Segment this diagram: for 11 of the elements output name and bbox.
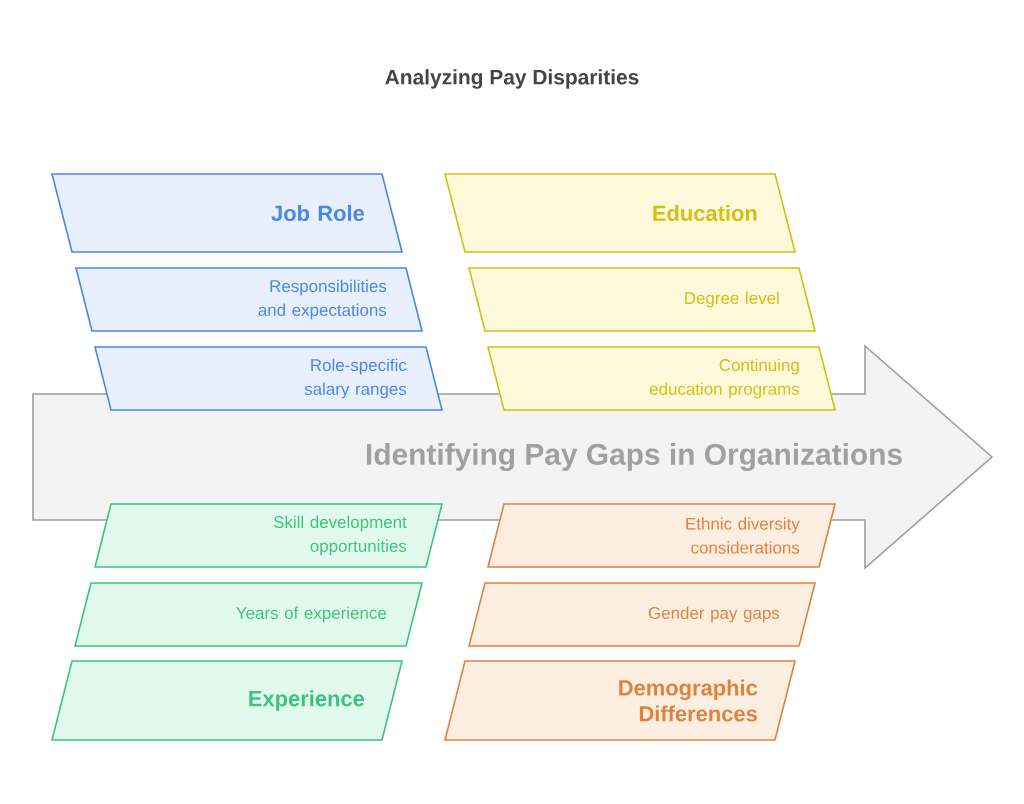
factor-box: Role-specific salary ranges xyxy=(94,346,444,411)
title: Analyzing Pay Disparities xyxy=(385,69,639,89)
factor-box: Ethnic diversity considerations xyxy=(487,503,837,568)
category-box: Experience xyxy=(51,660,404,741)
factor-box: Gender pay gaps xyxy=(468,582,817,647)
factor-box: Continuing education programs xyxy=(487,346,837,411)
factor-box: Years of experience xyxy=(74,582,424,647)
factor-box: Responsibilities and expectations xyxy=(75,267,424,332)
category-box: Demographic Differences xyxy=(444,660,797,741)
factor-box: Skill development opportunities xyxy=(94,503,444,568)
factor-box: Degree level xyxy=(468,267,817,332)
